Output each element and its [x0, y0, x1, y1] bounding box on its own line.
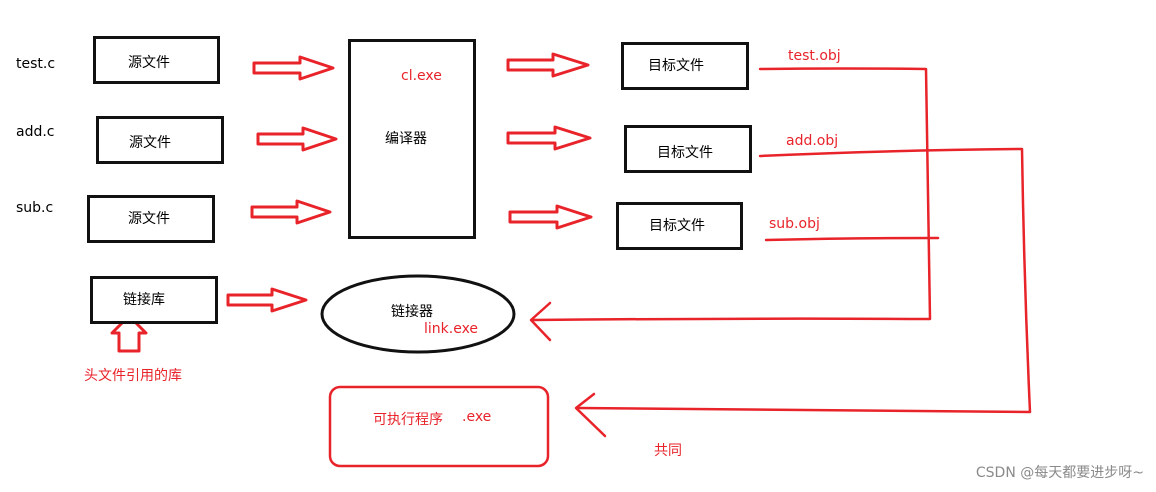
source-file-test: test.c — [16, 56, 56, 72]
line-subobj-to-join — [764, 236, 940, 242]
arrow-test-to-compiler — [252, 55, 335, 81]
object-box-label: 目标文件 — [657, 145, 713, 161]
object-file-test: test.obj — [788, 48, 841, 64]
source-file-add: add.c — [16, 124, 55, 140]
arrow-compiler-to-obj3 — [508, 204, 593, 230]
object-box-sub: 目标文件 — [616, 202, 743, 250]
output-note: 共同 — [654, 443, 682, 459]
compiler-exe: cl.exe — [401, 68, 442, 84]
source-box-sub: 源文件 — [87, 195, 215, 243]
arrowhead-linker — [529, 301, 552, 342]
object-box-test: 目标文件 — [621, 42, 749, 90]
compiler-box: cl.exe 编译器 — [348, 39, 476, 239]
line-testobj-to-linker — [531, 67, 932, 322]
source-box-add: 源文件 — [96, 116, 224, 164]
watermark: CSDN @每天都要进步呀~ — [975, 465, 1144, 481]
compiler-label: 编译器 — [385, 131, 427, 147]
arrow-add-to-compiler — [256, 126, 338, 152]
object-box-label: 目标文件 — [649, 218, 705, 234]
library-label: 链接库 — [123, 292, 165, 308]
library-note: 头文件引用的库 — [84, 368, 182, 384]
arrow-header-to-library — [110, 314, 148, 353]
arrowhead-output — [574, 392, 607, 438]
library-box: 链接库 — [90, 276, 218, 324]
source-box-label: 源文件 — [128, 55, 170, 71]
output-ext: .exe — [462, 409, 492, 425]
arrow-library-to-linker — [226, 287, 308, 313]
source-box-test: 源文件 — [93, 36, 220, 84]
output-label: 可执行程序 — [373, 412, 443, 428]
source-box-label: 源文件 — [128, 211, 170, 227]
object-box-add: 目标文件 — [624, 125, 752, 173]
linker-ellipse — [320, 274, 516, 354]
arrow-sub-to-compiler — [250, 199, 332, 225]
object-file-sub: sub.obj — [769, 216, 820, 232]
object-box-label: 目标文件 — [648, 58, 704, 74]
linker-exe: link.exe — [424, 321, 479, 337]
linker-label: 链接器 — [391, 304, 433, 320]
source-box-label: 源文件 — [129, 135, 171, 151]
source-file-sub: sub.c — [16, 200, 54, 216]
output-box — [328, 385, 550, 468]
line-addobj-to-output — [576, 147, 1032, 414]
arrow-compiler-to-obj2 — [506, 125, 592, 151]
object-file-add: add.obj — [786, 133, 839, 149]
arrow-compiler-to-obj1 — [506, 52, 590, 78]
